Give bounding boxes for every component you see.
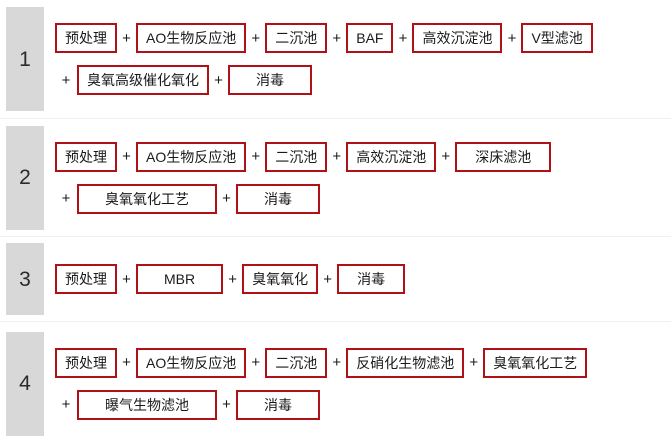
plus-connector-icon: +: [469, 354, 479, 371]
row-index-label: 4: [6, 331, 44, 436]
process-step[interactable]: 臭氧氧化工艺: [77, 183, 217, 214]
row-index-cell: 2: [0, 119, 44, 236]
option-row: 2 预处理 + AO生物反应池 + 二沉池 + 高效沉淀池 + 深床滤池 + 臭…: [0, 118, 671, 236]
process-step[interactable]: AO生物反应池: [136, 23, 247, 53]
plus-connector-icon: +: [332, 29, 342, 47]
flow-line: 预处理 + AO生物反应池 + 二沉池 + 高效沉淀池 + 深床滤池: [55, 141, 671, 172]
process-step[interactable]: 深床滤池: [455, 141, 552, 172]
process-step[interactable]: 二沉池: [265, 347, 328, 378]
row-index-label: 3: [6, 243, 44, 315]
plus-connector-icon: +: [251, 354, 261, 371]
process-step[interactable]: 消毒: [228, 65, 312, 95]
row-flow-body: 预处理 + AO生物反应池 + 二沉池 + 高效沉淀池 + 深床滤池 + 臭氧氧…: [44, 119, 671, 236]
process-step[interactable]: 消毒: [236, 389, 320, 420]
process-step[interactable]: 臭氧高级催化氧化: [77, 65, 209, 95]
process-step[interactable]: MBR: [136, 264, 224, 294]
flow-line: 预处理 + AO生物反应池 + 二沉池 + BAF + 高效沉淀池 + V型滤池: [55, 23, 671, 53]
row-index-label: 1: [6, 7, 44, 111]
plus-connector-icon: +: [214, 71, 223, 89]
process-step[interactable]: BAF: [346, 23, 394, 53]
plus-connector-icon: +: [122, 148, 131, 165]
plus-connector-icon: +: [332, 354, 342, 371]
process-step[interactable]: AO生物反应池: [136, 141, 247, 172]
process-step[interactable]: 二沉池: [265, 141, 328, 172]
plus-connector-icon: +: [61, 190, 71, 207]
row-index-cell: 4: [0, 322, 44, 445]
row-index-cell: 1: [0, 0, 44, 118]
process-step[interactable]: AO生物反应池: [136, 347, 247, 378]
plus-connector-icon: +: [222, 190, 231, 207]
process-step[interactable]: 预处理: [55, 141, 117, 172]
option-row: 4 预处理 + AO生物反应池 + 二沉池 + 反硝化生物滤池 + 臭氧氧化工艺…: [0, 321, 671, 445]
plus-connector-icon: +: [228, 270, 237, 288]
row-flow-body: 预处理 + AO生物反应池 + 二沉池 + 反硝化生物滤池 + 臭氧氧化工艺 +…: [44, 322, 671, 445]
plus-connector-icon: +: [251, 148, 261, 165]
option-row: 1 预处理 + AO生物反应池 + 二沉池 + BAF + 高效沉淀池 + V型…: [0, 0, 671, 118]
process-step[interactable]: 预处理: [55, 347, 117, 378]
plus-connector-icon: +: [61, 396, 71, 413]
process-step[interactable]: 臭氧氧化: [242, 264, 319, 294]
flow-line: + 曝气生物滤池 + 消毒: [55, 389, 671, 420]
plus-connector-icon: +: [122, 270, 131, 288]
flow-line: 预处理 + AO生物反应池 + 二沉池 + 反硝化生物滤池 + 臭氧氧化工艺: [55, 347, 671, 378]
process-step[interactable]: V型滤池: [521, 23, 593, 53]
plus-connector-icon: +: [323, 270, 332, 288]
process-step[interactable]: 消毒: [337, 264, 406, 294]
plus-connector-icon: +: [251, 29, 261, 47]
row-index-label: 2: [6, 125, 44, 230]
plus-connector-icon: +: [222, 396, 231, 413]
row-index-cell: 3: [0, 237, 44, 321]
plus-connector-icon: +: [507, 29, 517, 47]
flow-line: 预处理 + MBR + 臭氧氧化 + 消毒: [55, 264, 671, 294]
process-step[interactable]: 高效沉淀池: [346, 141, 437, 172]
process-step[interactable]: 预处理: [55, 264, 117, 294]
process-step[interactable]: 高效沉淀池: [412, 23, 503, 53]
row-flow-body: 预处理 + AO生物反应池 + 二沉池 + BAF + 高效沉淀池 + V型滤池…: [44, 0, 671, 118]
plus-connector-icon: +: [122, 29, 131, 47]
option-row: 3 预处理 + MBR + 臭氧氧化 + 消毒: [0, 236, 671, 321]
process-step[interactable]: 反硝化生物滤池: [346, 347, 465, 378]
plus-connector-icon: +: [441, 148, 451, 165]
flow-line: + 臭氧氧化工艺 + 消毒: [55, 183, 671, 214]
process-step[interactable]: 预处理: [55, 23, 117, 53]
process-step[interactable]: 曝气生物滤池: [77, 389, 217, 420]
plus-connector-icon: +: [398, 29, 408, 47]
process-step[interactable]: 二沉池: [265, 23, 328, 53]
process-step[interactable]: 臭氧氧化工艺: [483, 347, 588, 378]
plus-connector-icon: +: [61, 71, 71, 89]
row-flow-body: 预处理 + MBR + 臭氧氧化 + 消毒: [44, 237, 671, 321]
plus-connector-icon: +: [122, 354, 131, 371]
flow-line: + 臭氧高级催化氧化 + 消毒: [55, 65, 671, 95]
plus-connector-icon: +: [332, 148, 342, 165]
process-step[interactable]: 消毒: [236, 183, 320, 214]
